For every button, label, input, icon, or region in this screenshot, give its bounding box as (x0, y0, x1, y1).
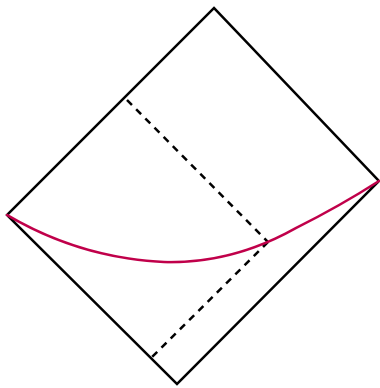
curved-line (5, 179, 380, 264)
square-outline (5, 6, 380, 386)
dashed-segment-lower (151, 241, 269, 358)
